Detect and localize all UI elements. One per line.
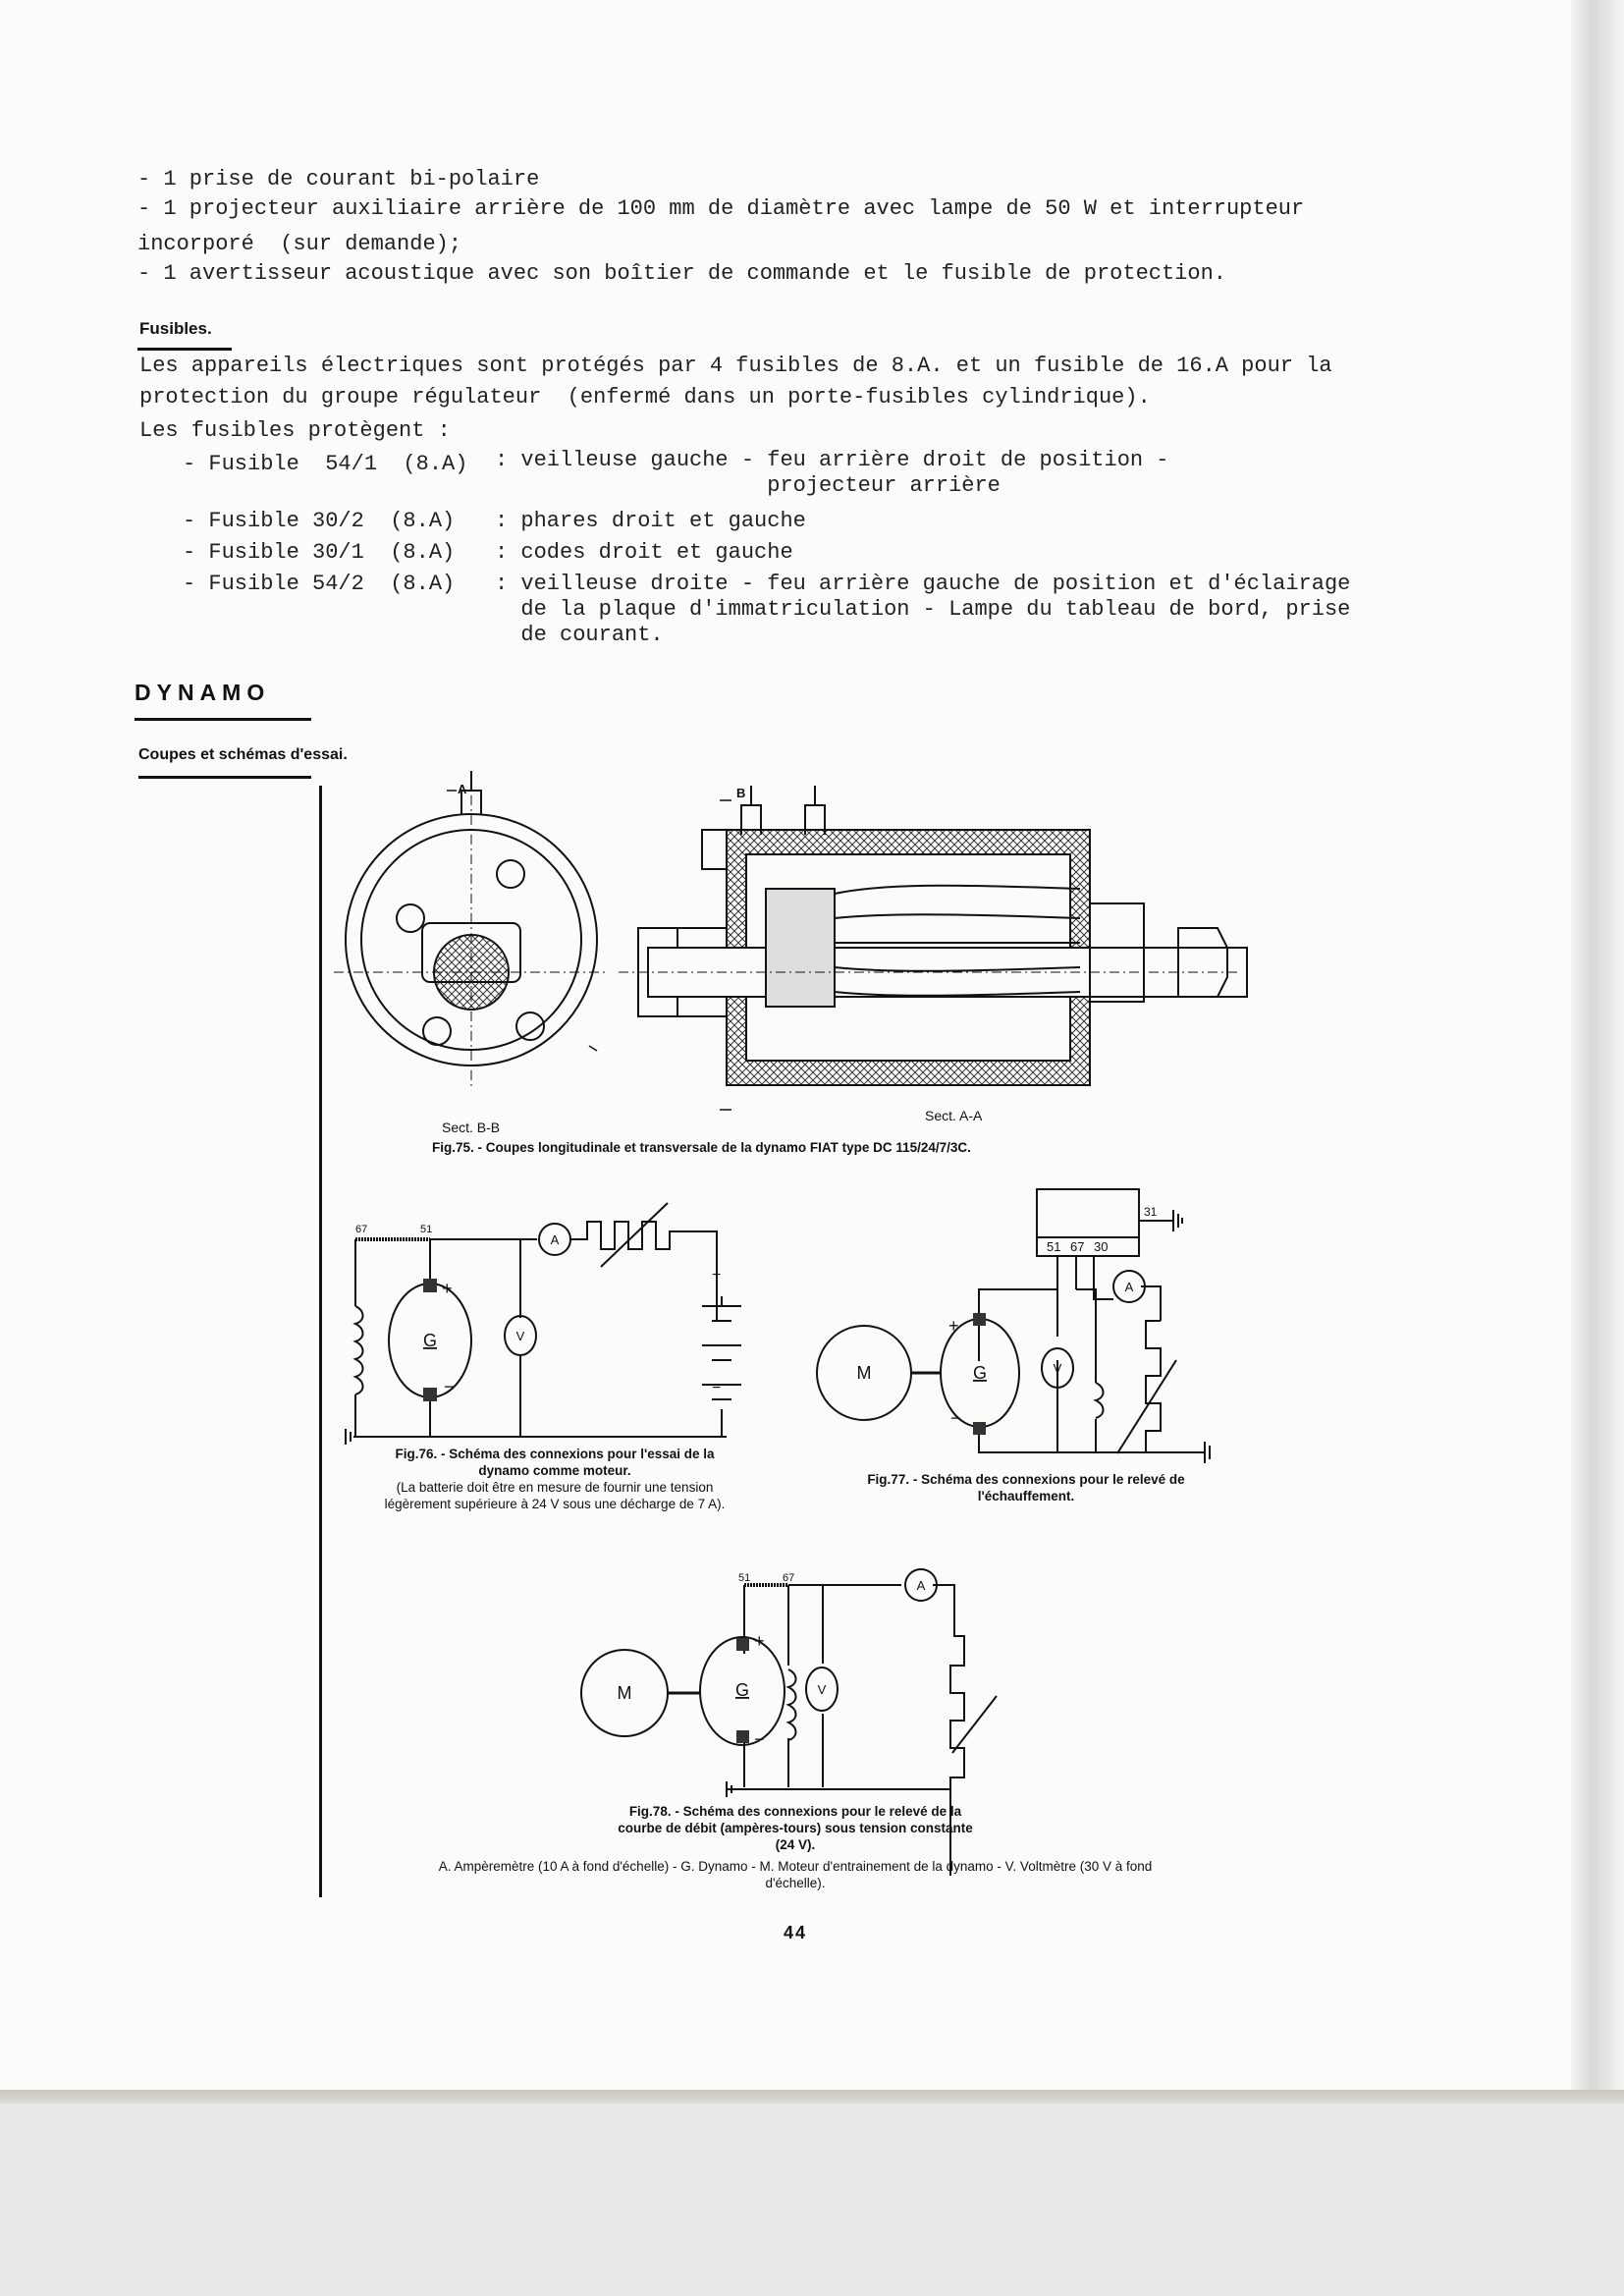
fuse-label: - Fusible 30/2 (8.A) — [183, 509, 456, 533]
ammeter-icon: A — [917, 1578, 926, 1593]
minus-sign: − — [444, 1377, 455, 1396]
list-item: - 1 prise de courant bi-polaire — [137, 167, 540, 191]
generator-icon: G — [735, 1680, 749, 1700]
fig77-circuit — [816, 1188, 1211, 1463]
minus-sign: − — [712, 1380, 721, 1396]
caption-line: Fig.76. - Schéma des connexions pour l'e… — [395, 1447, 715, 1461]
terminal-31: 31 — [1144, 1205, 1158, 1219]
generator-icon: G — [423, 1331, 437, 1350]
plus-sign: + — [754, 1631, 765, 1651]
page-bottom-edge — [0, 2090, 1624, 2104]
section-mark-a: A — [458, 782, 467, 796]
fuse-description: : veilleuse droite - feu arrière gauche … — [495, 572, 1351, 596]
caption-line: (24 V). — [775, 1837, 816, 1852]
motor-icon: M — [857, 1363, 872, 1383]
ammeter-icon: A — [551, 1232, 560, 1247]
list-item: - 1 projecteur auxiliaire arrière de 100… — [137, 196, 1305, 221]
dynamo-heading: DYNAMO — [135, 680, 271, 705]
fig78-circuit — [580, 1568, 998, 1876]
terminal-67: 67 — [783, 1572, 794, 1584]
margin-rule — [319, 786, 322, 1897]
caption-line: Fig.77. - Schéma des connexions pour le … — [867, 1472, 1185, 1487]
sect-bb-label: Sect. B-B — [442, 1120, 500, 1135]
fuse-description: de la plaque d'immatriculation - Lampe d… — [495, 597, 1351, 622]
dynamo-subheading: Coupes et schémas d'essai. — [138, 746, 348, 763]
terminal-51: 51 — [420, 1224, 432, 1235]
paragraph-line: Les fusibles protègent : — [139, 418, 451, 443]
minus-sign: − — [950, 1408, 961, 1428]
fig76-caption: Fig.76. - Schéma des connexions pour l'e… — [339, 1446, 771, 1512]
plus-sign: + — [948, 1316, 959, 1336]
ammeter-icon: A — [1125, 1280, 1134, 1294]
page-edge — [1571, 0, 1624, 2102]
voltmeter-icon: V — [818, 1682, 827, 1697]
heading-underline — [138, 776, 311, 779]
voltmeter-icon: V — [516, 1329, 525, 1343]
fuse-label: - Fusible 54/1 (8.A) — [183, 452, 468, 476]
fuse-description: projecteur arrière — [495, 473, 1001, 498]
paragraph-line: protection du groupe régulateur (enfermé… — [139, 385, 1151, 410]
page-number: 44 — [784, 1923, 808, 1942]
list-item: - 1 avertisseur acoustique avec son boît… — [137, 261, 1226, 286]
sect-aa-label: Sect. A-A — [925, 1108, 983, 1123]
caption-line: Fig.78. - Schéma des connexions pour le … — [628, 1804, 962, 1819]
terminal-51: 51 — [1047, 1239, 1060, 1254]
paragraph-line: Les appareils électriques sont protégés … — [139, 354, 1332, 378]
terminal-30: 30 — [1094, 1239, 1108, 1254]
voltmeter-icon: V — [1054, 1361, 1062, 1376]
fuse-description: : veilleuse gauche - feu arrière droit d… — [495, 448, 1169, 472]
minus-sign: − — [754, 1729, 765, 1749]
caption-note: légèrement supérieure à 24 V sous une dé… — [384, 1497, 726, 1511]
caption-note: (La batterie doit être en mesure de four… — [396, 1480, 714, 1495]
fusibles-heading: Fusibles. — [139, 319, 212, 338]
fuse-label: - Fusible 54/2 (8.A) — [183, 572, 456, 596]
fig75-caption: Fig.75. - Coupes longitudinale et transv… — [432, 1140, 971, 1155]
terminal-67: 67 — [355, 1224, 367, 1235]
list-item: incorporé (sur demande); — [137, 232, 462, 256]
fuse-description: : phares droit et gauche — [495, 509, 806, 533]
longitudinal-section — [619, 786, 1248, 1086]
legend-line: A. Ampèremètre (10 A à fond d'échelle) -… — [438, 1859, 1153, 1874]
caption-line: l'échauffement. — [977, 1489, 1075, 1503]
motor-icon: M — [618, 1683, 632, 1703]
fuse-description: de courant. — [495, 623, 664, 647]
transverse-section — [334, 771, 609, 1090]
heading-underline — [135, 718, 311, 721]
terminal-67: 67 — [1070, 1239, 1084, 1254]
caption-line: courbe de débit (ampères-tours) sous ten… — [618, 1821, 973, 1835]
plus-sign: + — [712, 1267, 721, 1284]
heading-underline — [137, 348, 232, 351]
section-mark-b: B — [736, 786, 745, 800]
caption-line: dynamo comme moteur. — [478, 1463, 631, 1478]
fig75-drawing — [334, 771, 1248, 1111]
fig78-caption: Fig.78. - Schéma des connexions pour le … — [569, 1803, 1021, 1853]
fig76-circuit — [345, 1202, 741, 1445]
plus-sign: + — [442, 1279, 453, 1298]
generator-icon: G — [973, 1363, 987, 1383]
terminal-51: 51 — [738, 1572, 750, 1584]
fuse-description: : codes droit et gauche — [495, 540, 793, 565]
figure-legend: A. Ampèremètre (10 A à fond d'échelle) -… — [339, 1858, 1252, 1891]
fig77-caption: Fig.77. - Schéma des connexions pour le … — [805, 1471, 1247, 1504]
legend-line: d'échelle). — [765, 1876, 826, 1890]
fuse-label: - Fusible 30/1 (8.A) — [183, 540, 456, 565]
